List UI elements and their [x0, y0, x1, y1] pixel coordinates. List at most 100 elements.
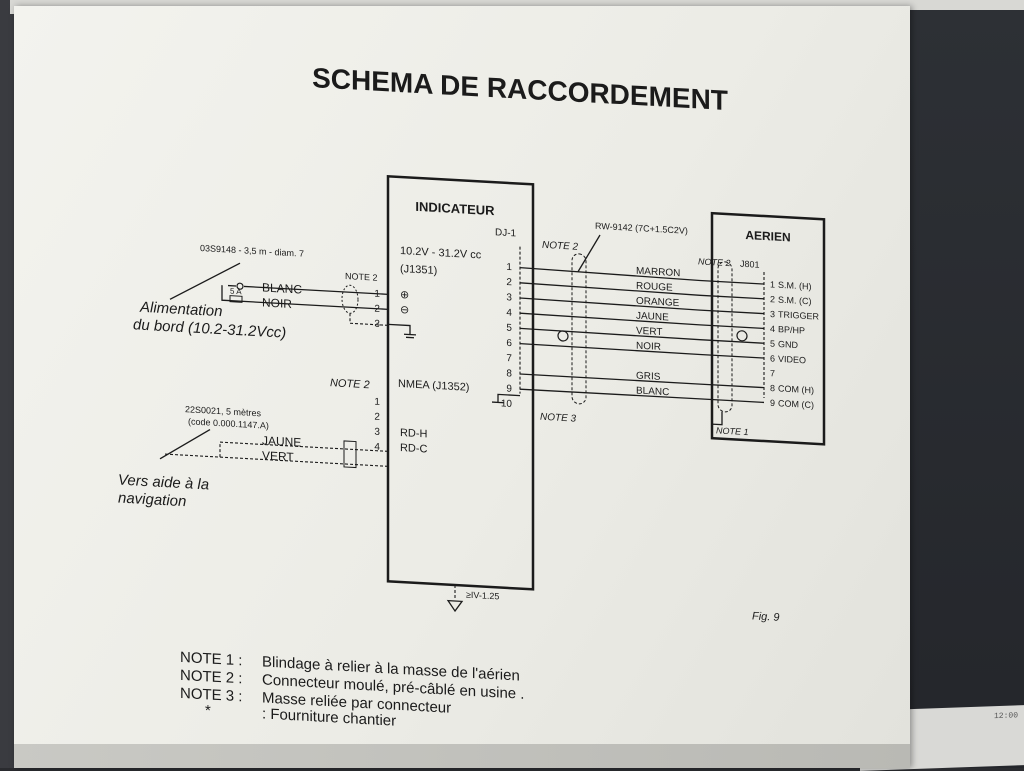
- wire-color-2: ROUGE: [636, 281, 673, 294]
- cable-wire-9: [519, 388, 764, 404]
- dj1-label: DJ-1: [495, 227, 517, 239]
- nav-cable-spec: 22S0021, 5 mètres: [185, 404, 261, 418]
- figure-label: Fig. 9: [752, 610, 779, 624]
- chassis-ground-symbol: [446, 599, 464, 613]
- cable-shield-left: [571, 253, 587, 405]
- power-shield-drain: [349, 313, 388, 326]
- power-source-label-2: du bord (10.2-31.2Vcc): [133, 316, 286, 341]
- cable-spec: RW-9142 (7C+1.5C2V): [595, 221, 688, 236]
- wire-color-3: ORANGE: [636, 296, 680, 309]
- twisted-pair-marker: [343, 440, 357, 469]
- dj1-pin-4: 4: [506, 307, 512, 318]
- wire-color-4: JAUNE: [636, 311, 669, 324]
- coax-marker-right: [736, 330, 748, 342]
- nav-cable-leader: [159, 428, 211, 460]
- power-cable-leader: [169, 262, 241, 300]
- indicator-box: [386, 175, 535, 591]
- dj1-pin-5: 5: [506, 323, 512, 334]
- nmea-signal-rdc: RD-C: [400, 442, 428, 456]
- j801-pin-3: 3: [770, 309, 775, 319]
- aerial-signal-6: VIDEO: [778, 354, 806, 366]
- aerial-signal-8: COM (H): [778, 383, 814, 395]
- dj1-pin-2: 2: [506, 277, 512, 288]
- aerial-box: [710, 211, 826, 446]
- cable-spec-leader: [577, 234, 601, 273]
- power-connector: (J1351): [400, 263, 437, 277]
- power-source-label-1: Alimentation: [139, 299, 222, 321]
- aerial-signal-9: COM (C): [778, 398, 814, 410]
- j801-pin-1: 1: [770, 279, 775, 289]
- wire-color-6: NOIR: [636, 341, 661, 353]
- nmea-pin-4: 4: [374, 442, 380, 453]
- j801-pin-8: 8: [770, 383, 775, 393]
- dj1-pin-7: 7: [506, 353, 512, 364]
- note-2-id: NOTE 2 :: [180, 667, 242, 687]
- dj1-pin-10: 10: [501, 398, 513, 410]
- nmea-pin-2: 2: [374, 412, 380, 423]
- j801-pin-6: 6: [770, 353, 775, 363]
- cable-note-3: NOTE 3: [540, 412, 577, 425]
- wire-label-jaune: JAUNE: [262, 433, 301, 449]
- dj1-pin-6: 6: [506, 338, 512, 349]
- cable-wire-1: [519, 266, 764, 285]
- j801-pin-5: 5: [770, 339, 775, 349]
- nmea-signal-rdh: RD-H: [400, 427, 428, 441]
- indicator-heading: INDICATEUR: [415, 199, 495, 218]
- nav-label-2: navigation: [118, 489, 186, 510]
- ground-spec: ≥IV-1.25: [466, 590, 499, 602]
- nmea-pin-1: 1: [374, 397, 380, 408]
- diagram-title: SCHEMA DE RACCORDEMENT: [312, 62, 728, 116]
- note-1-id: NOTE 1 :: [180, 649, 242, 669]
- aerial-signal-2: S.M. (C): [778, 295, 811, 307]
- aerial-heading: AERIEN: [745, 228, 790, 244]
- coax-marker-left: [557, 330, 569, 342]
- fuse-rating: 5 A: [230, 287, 242, 297]
- aerial-signal-4: BP/HP: [778, 324, 805, 335]
- aerial-ground-wire: [711, 411, 723, 432]
- nmea-pin-3: 3: [374, 427, 380, 438]
- switch-icon: [236, 282, 244, 290]
- cable-wire-4: [519, 312, 764, 330]
- wire-color-5: VERT: [636, 326, 662, 338]
- cable-wire-8: [519, 373, 764, 389]
- power-spec: 10.2V - 31.2V cc: [400, 245, 482, 261]
- j801-pin-7: 7: [770, 368, 775, 378]
- shield-ellipse-power: [341, 284, 359, 314]
- nmea-label: NMEA (J1352): [398, 378, 469, 394]
- plus-symbol: ⊕: [400, 289, 409, 301]
- dj1-pin-3: 3: [506, 292, 512, 303]
- j801-pin-9: 9: [770, 398, 775, 408]
- power-cable-spec: 03S9148 - 3,5 m - diam. 7: [200, 243, 304, 259]
- wire-jaune: [165, 441, 388, 458]
- note-4-id: *: [205, 702, 211, 719]
- cable-wire-6: [519, 342, 764, 359]
- wire-vert: [220, 456, 388, 467]
- aerial-note-2: NOTE 2: [698, 256, 730, 268]
- dj1-pin-8: 8: [506, 368, 512, 379]
- wire-color-8: GRIS: [636, 371, 661, 383]
- power-ground-symbol: [388, 323, 416, 339]
- aerial-signal-5: GND: [778, 339, 798, 350]
- wire-label-blanc: BLANC: [262, 280, 302, 296]
- dj1-ground: [492, 393, 520, 404]
- wire-color-9: BLANC: [636, 385, 669, 398]
- notes-list: NOTE 1 : Blindage à relier à la masse de…: [180, 649, 524, 730]
- cable-wire-3: [519, 297, 764, 315]
- wire-color-1: MARRON: [636, 266, 680, 279]
- desktop-right-panel: [900, 10, 1024, 768]
- note-3-id: NOTE 3 :: [180, 685, 242, 705]
- wire-blanc: [228, 284, 388, 295]
- cable-wire-2: [519, 282, 764, 300]
- nav-cable-code: (code 0.000.1147.A): [188, 416, 269, 430]
- nav-note-2: NOTE 2: [330, 377, 370, 391]
- nav-label-1: Vers aide à la: [118, 471, 209, 493]
- aerial-signal-3: TRIGGER: [778, 309, 819, 321]
- j801-pin-2: 2: [770, 294, 775, 304]
- viewer-status-bar: [14, 744, 910, 768]
- aerial-signal-1: S.M. (H): [778, 280, 811, 292]
- cable-wire-5: [519, 327, 764, 344]
- j801-label: J801: [740, 259, 760, 270]
- cable-shield-right: [717, 261, 733, 413]
- fuse-icon: [229, 295, 243, 303]
